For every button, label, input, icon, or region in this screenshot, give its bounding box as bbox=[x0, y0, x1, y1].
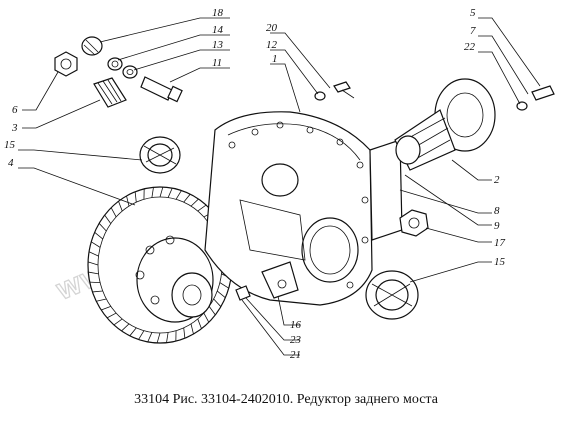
callout-4: 4 bbox=[8, 157, 14, 169]
callout-16: 16 bbox=[290, 319, 302, 331]
washer-part-22 bbox=[517, 102, 527, 110]
pin-part-11 bbox=[141, 77, 182, 102]
callout-15-right: 15 bbox=[494, 256, 506, 268]
callout-2: 2 bbox=[494, 174, 500, 186]
pinion-part-2 bbox=[395, 79, 495, 170]
callout-15-left: 15 bbox=[4, 139, 16, 151]
nut-part-6 bbox=[55, 52, 77, 76]
bolt-part-20 bbox=[334, 82, 354, 98]
callout-8: 8 bbox=[494, 205, 500, 217]
callout-14: 14 bbox=[212, 24, 224, 36]
callout-5: 5 bbox=[470, 7, 476, 19]
callout-12: 12 bbox=[266, 39, 278, 51]
bolt-part-5 bbox=[532, 86, 554, 100]
callout-3: 3 bbox=[11, 122, 18, 134]
washer-part-12 bbox=[315, 92, 325, 100]
callout-20: 20 bbox=[266, 22, 278, 34]
callout-23: 23 bbox=[290, 334, 302, 346]
nut-part-17 bbox=[400, 210, 428, 236]
callout-22: 22 bbox=[464, 41, 476, 53]
callout-18: 18 bbox=[212, 7, 224, 19]
callout-21: 21 bbox=[290, 349, 301, 361]
callout-6: 6 bbox=[12, 104, 18, 116]
bushing-part-18 bbox=[82, 37, 102, 55]
housing-part-1 bbox=[205, 112, 402, 305]
bearing-part-15-left bbox=[140, 137, 180, 173]
callout-17: 17 bbox=[494, 237, 506, 249]
callout-11: 11 bbox=[212, 57, 222, 69]
callout-7: 7 bbox=[470, 25, 476, 37]
callout-1: 1 bbox=[272, 53, 278, 65]
callout-9: 9 bbox=[494, 220, 500, 232]
callout-13: 13 bbox=[212, 39, 224, 51]
stud-part-3 bbox=[94, 78, 126, 107]
washer-part-13 bbox=[123, 66, 137, 78]
figure-caption: 33104 Рис. 33104-2402010. Редуктор задне… bbox=[0, 392, 572, 408]
bearing-part-15-right bbox=[366, 271, 418, 319]
